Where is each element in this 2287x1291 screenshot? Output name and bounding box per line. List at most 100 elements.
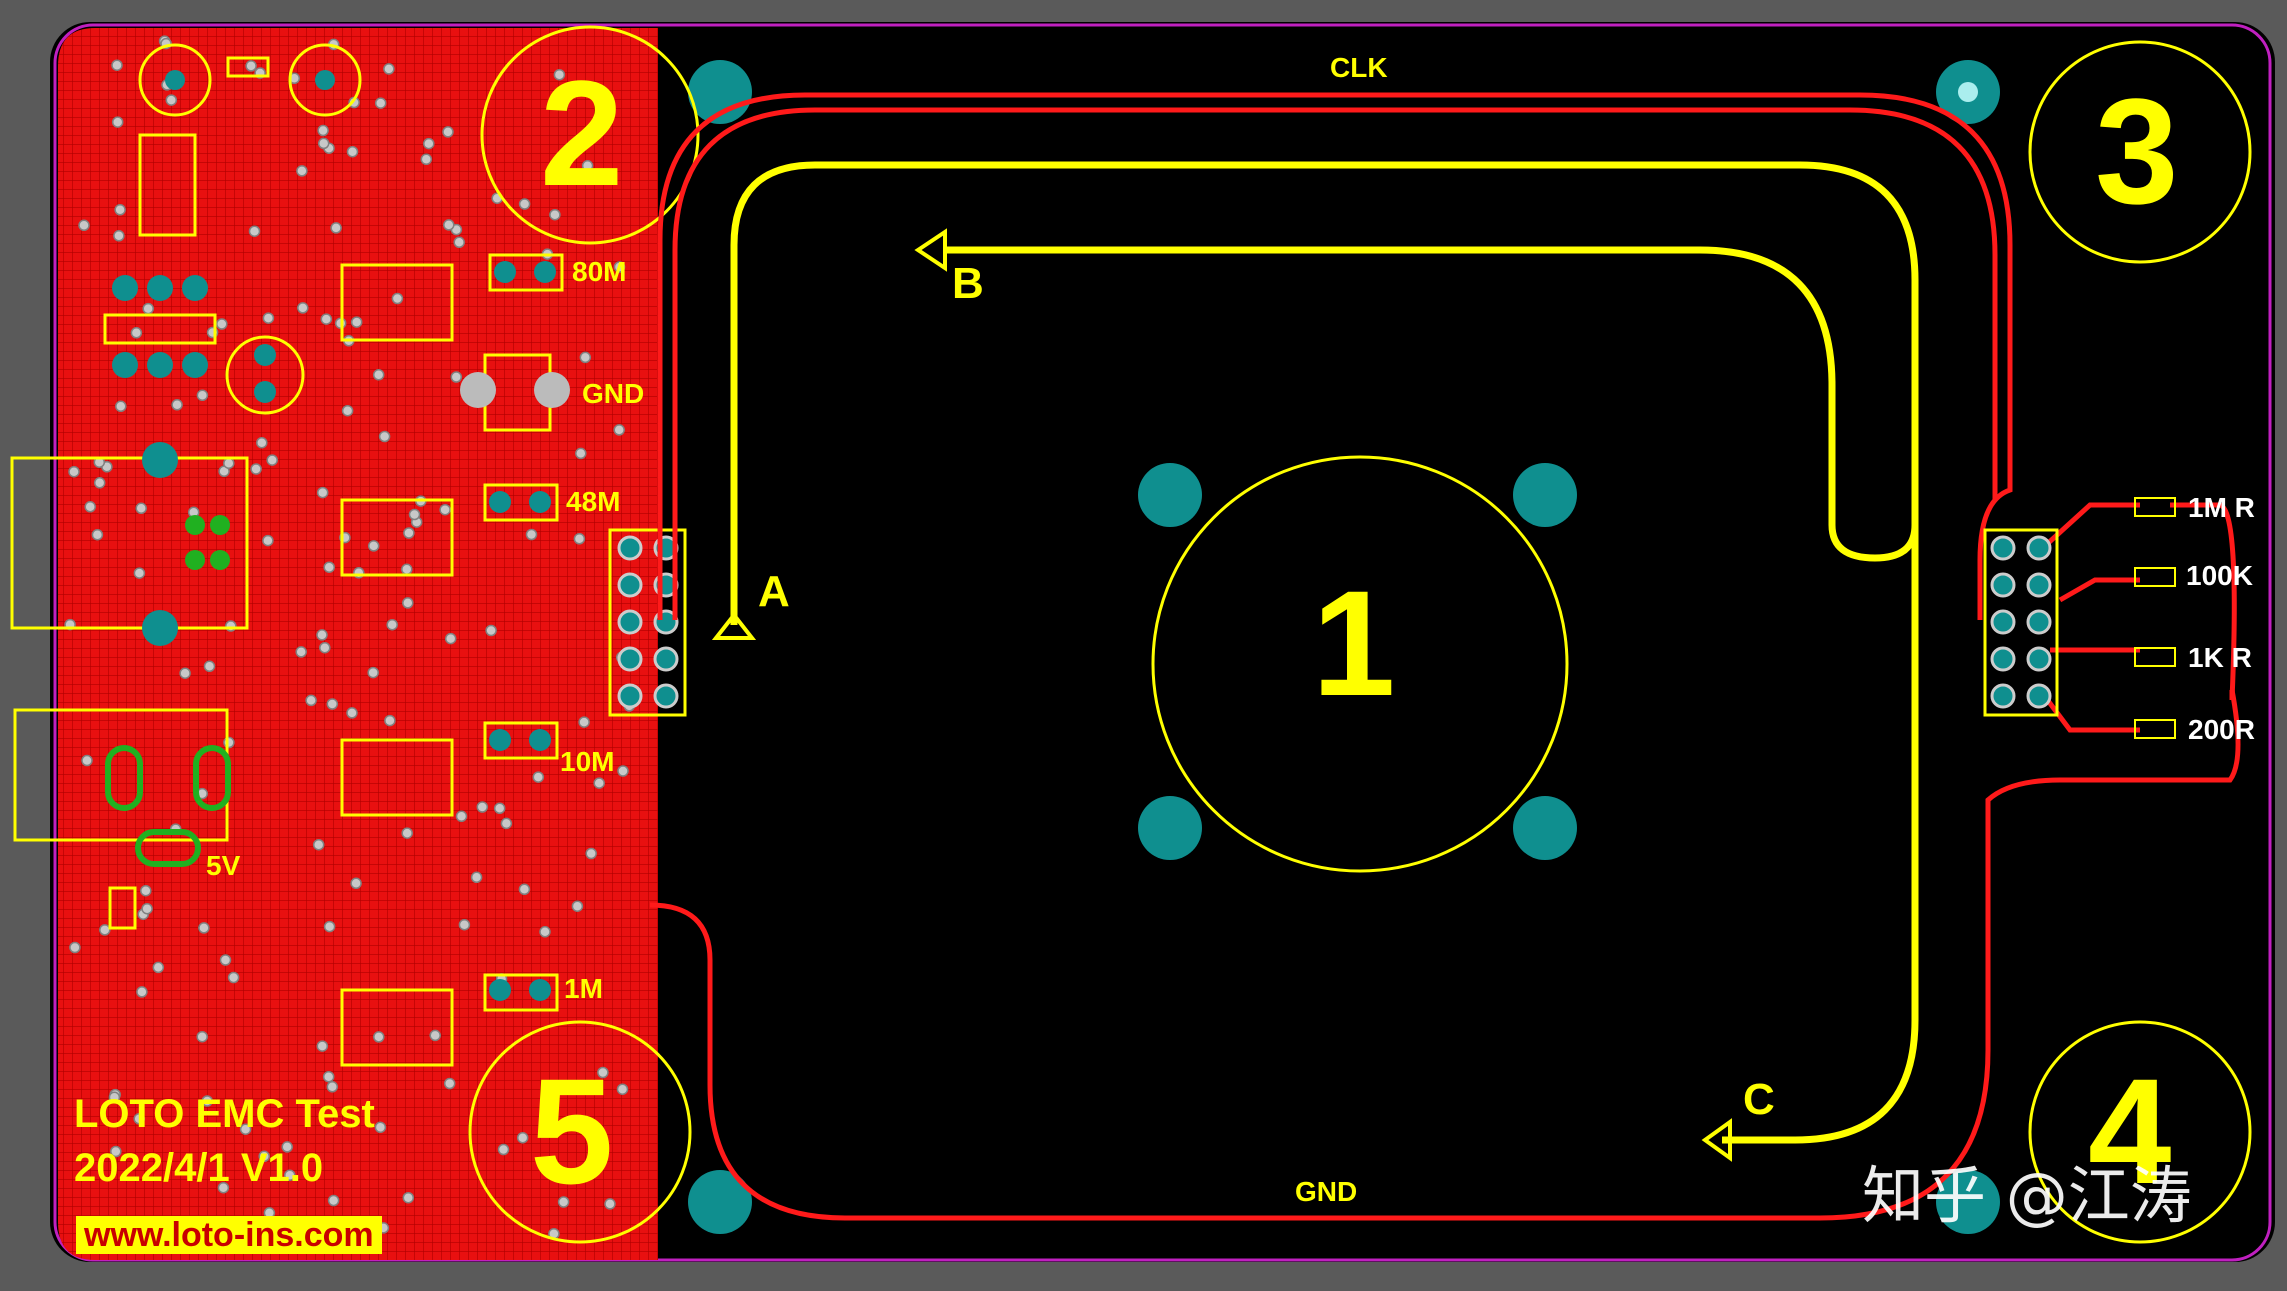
- via: [196, 1030, 208, 1043]
- via: [99, 924, 111, 936]
- via: [216, 318, 228, 330]
- via: [378, 430, 391, 443]
- zone-5-label: 5: [530, 1047, 614, 1215]
- via: [133, 567, 146, 579]
- header-pin: [2026, 683, 2052, 709]
- via: [217, 1181, 230, 1194]
- via: [171, 399, 183, 411]
- via: [581, 160, 594, 172]
- via: [201, 1095, 213, 1107]
- via: [367, 540, 380, 552]
- via: [312, 838, 325, 851]
- via: [114, 204, 126, 216]
- via: [442, 126, 454, 138]
- via: [69, 941, 81, 954]
- zone-4-label: 4: [2088, 1047, 2172, 1215]
- via: [262, 312, 275, 324]
- header-p3: [1990, 535, 2052, 709]
- via: [316, 486, 329, 499]
- board-outline: [53, 23, 2272, 1262]
- via: [323, 561, 335, 573]
- header-pin: [617, 609, 643, 635]
- via: [578, 716, 590, 728]
- via: [597, 1066, 609, 1079]
- via: [500, 817, 513, 830]
- board-url: www.loto-ins.com: [76, 1216, 382, 1254]
- header-p1: [617, 535, 679, 709]
- via: [470, 871, 483, 884]
- via: [575, 447, 587, 460]
- yellow-signal-trace: [730, 161, 1919, 1144]
- header-pin: [1990, 535, 2016, 561]
- watermark: 知乎 @江涛: [1862, 1159, 2192, 1232]
- header-pin: [2026, 572, 2052, 598]
- point-b-label: B: [952, 259, 984, 308]
- zone-1-label: 1: [1312, 559, 1396, 727]
- freq-10m-label: 10M: [560, 746, 615, 777]
- via: [372, 369, 385, 381]
- via: [617, 765, 629, 777]
- via: [295, 646, 307, 658]
- via: [323, 920, 336, 933]
- res-1k-label: 1K R: [2188, 642, 2252, 673]
- via: [423, 137, 435, 150]
- res-200r-label: 200R: [2188, 714, 2255, 745]
- via: [297, 302, 309, 314]
- via: [439, 503, 451, 516]
- via: [296, 165, 308, 177]
- via: [326, 698, 339, 710]
- via: [281, 1141, 293, 1153]
- trace-endpoints: [711, 228, 1732, 1162]
- via: [130, 327, 143, 339]
- via: [256, 436, 268, 449]
- via: [604, 1198, 616, 1210]
- header-pin: [1990, 572, 2016, 598]
- via: [346, 707, 358, 719]
- via: [518, 198, 531, 210]
- via: [455, 810, 468, 823]
- via: [373, 1031, 385, 1043]
- header-pin: [617, 646, 643, 672]
- via: [179, 667, 191, 679]
- via: [223, 736, 235, 749]
- via: [203, 660, 216, 673]
- via: [443, 1077, 456, 1090]
- header-p3-outline: [1983, 528, 2059, 717]
- via: [443, 219, 455, 231]
- via: [429, 1029, 441, 1042]
- via: [245, 60, 257, 72]
- via: [136, 986, 148, 998]
- zone-circles: [468, 25, 2252, 1244]
- point-a-label: A: [758, 567, 790, 616]
- freq-1m-label: 1M: [564, 973, 603, 1004]
- header-pin: [1990, 609, 2016, 635]
- via: [111, 116, 124, 128]
- via: [539, 926, 551, 938]
- gnd-pad-label: GND: [582, 378, 645, 409]
- via: [152, 961, 165, 974]
- via: [374, 97, 387, 109]
- via: [408, 508, 421, 521]
- via: [250, 463, 262, 475]
- via: [346, 145, 359, 158]
- via: [248, 225, 261, 237]
- via: [374, 1121, 387, 1134]
- red-loop-traces: [649, 92, 2241, 1221]
- point-c-label: C: [1743, 1075, 1775, 1124]
- via: [450, 371, 463, 383]
- via: [91, 528, 104, 541]
- via: [391, 292, 404, 305]
- res-1m-label: 1M R: [2188, 492, 2255, 523]
- via: [305, 694, 317, 707]
- via: [444, 632, 457, 645]
- via: [219, 954, 232, 966]
- via: [262, 534, 274, 547]
- via: [319, 641, 331, 654]
- via: [110, 1145, 122, 1158]
- via: [327, 1194, 340, 1207]
- via: [518, 883, 531, 896]
- via: [93, 477, 106, 489]
- clk-net-label: CLK: [1330, 52, 1388, 83]
- via: [574, 1171, 586, 1184]
